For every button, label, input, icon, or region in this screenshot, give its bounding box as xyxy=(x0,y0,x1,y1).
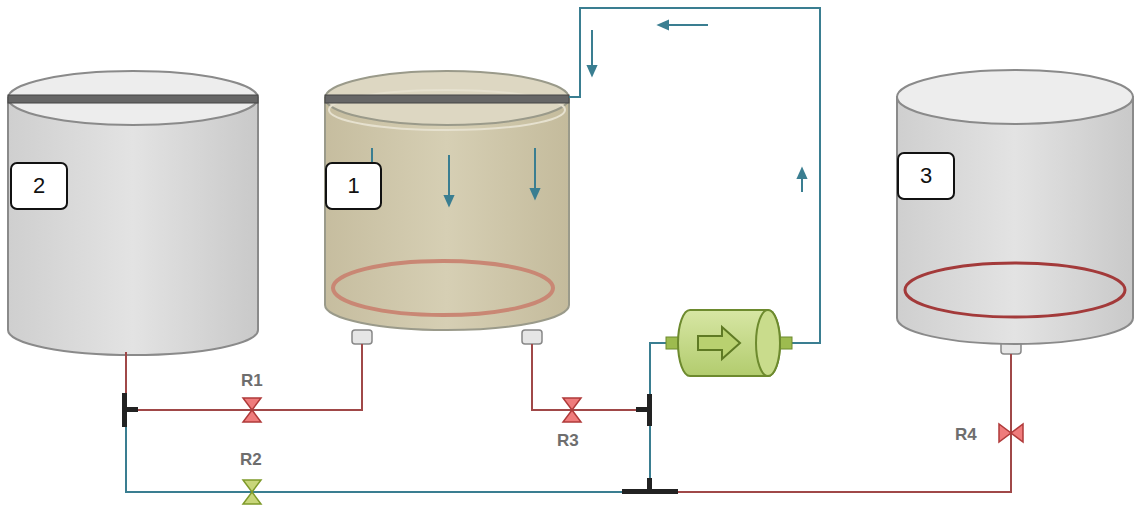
valve-label: R4 xyxy=(955,425,977,445)
callout-number: 2 xyxy=(33,173,45,199)
pipe xyxy=(126,8,820,492)
valve-symbol xyxy=(243,398,1023,442)
callout-number: 3 xyxy=(920,163,932,189)
pipe xyxy=(126,344,1011,492)
callout-box: 2 xyxy=(10,162,68,210)
heating-coil xyxy=(905,263,1125,317)
tee-fitting xyxy=(122,393,678,494)
pump-symbol xyxy=(666,310,792,376)
valve-symbol xyxy=(243,480,261,504)
valve-label: R2 xyxy=(240,450,262,470)
valve-label: R1 xyxy=(241,371,263,391)
callout-box: 1 xyxy=(325,162,382,210)
heating-coil xyxy=(333,261,553,315)
callout-box: 3 xyxy=(897,152,955,200)
flow-arrow xyxy=(372,25,802,202)
tank xyxy=(897,70,1133,344)
tank xyxy=(325,71,569,330)
callout-number: 1 xyxy=(347,173,359,199)
valve-label: R3 xyxy=(557,431,579,451)
tank xyxy=(8,71,258,355)
